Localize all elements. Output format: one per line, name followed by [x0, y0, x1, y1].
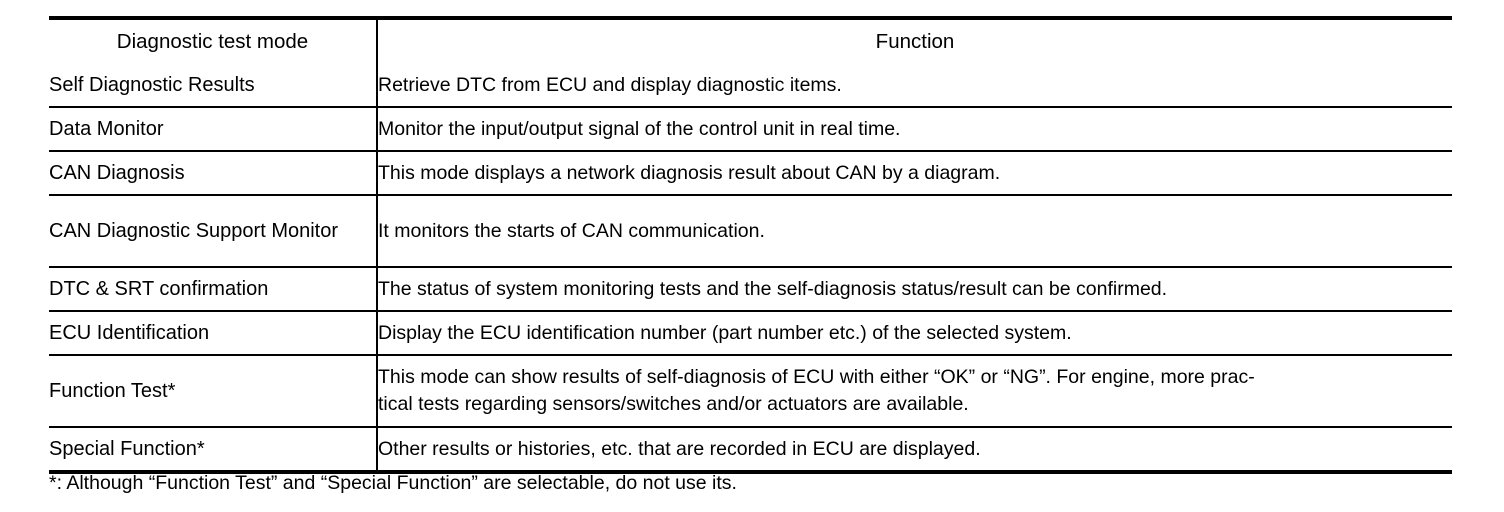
- cell-test-mode: Self Diagnostic Results: [49, 64, 378, 108]
- column-header-diagnostic-test-mode: Diagnostic test mode: [49, 18, 378, 64]
- table-row: ECU Identification Display the ECU ident…: [49, 311, 1452, 356]
- cell-test-mode: Data Monitor: [49, 107, 378, 152]
- cell-test-mode: DTC & SRT confirmation: [49, 267, 378, 312]
- cell-function: This mode displays a network diagnosis r…: [377, 151, 1452, 196]
- table-row: Special Function* Other results or histo…: [49, 427, 1452, 472]
- table-row: Function Test* This mode can show result…: [49, 355, 1452, 428]
- cell-function: Display the ECU identification number (p…: [377, 311, 1452, 356]
- cell-test-mode: ECU Identification: [49, 311, 378, 356]
- table-header-row: Diagnostic test mode Function: [49, 18, 1452, 64]
- table-header: Diagnostic test mode Function: [49, 18, 1452, 64]
- diagnostic-test-mode-table-container: Diagnostic test mode Function Self Diagn…: [49, 16, 1452, 474]
- table-row: CAN Diagnostic Support Monitor It monito…: [49, 195, 1452, 268]
- cell-function: This mode can show results of self-diagn…: [377, 355, 1452, 428]
- cell-function: Monitor the input/output signal of the c…: [377, 107, 1452, 152]
- table-row: Data Monitor Monitor the input/output si…: [49, 107, 1452, 152]
- cell-function: The status of system monitoring tests an…: [377, 267, 1452, 312]
- table-row: Self Diagnostic Results Retrieve DTC fro…: [49, 64, 1452, 108]
- diagnostic-test-mode-table: Diagnostic test mode Function Self Diagn…: [49, 16, 1452, 474]
- table-footnote: *: Although “Function Test” and “Special…: [49, 472, 737, 494]
- cell-function: It monitors the starts of CAN communicat…: [377, 195, 1452, 268]
- function-line-1: This mode can show results of self-diagn…: [378, 366, 1255, 388]
- column-header-function: Function: [875, 30, 955, 53]
- table-row: CAN Diagnosis This mode displays a netwo…: [49, 151, 1452, 196]
- cell-test-mode: Function Test*: [49, 355, 378, 428]
- table-body: Self Diagnostic Results Retrieve DTC fro…: [49, 64, 1452, 472]
- cell-test-mode: CAN Diagnostic Support Monitor: [49, 195, 378, 268]
- cell-test-mode: Special Function*: [49, 427, 378, 472]
- function-line-2: tical tests regarding sensors/switches a…: [378, 393, 969, 415]
- cell-function: Retrieve DTC from ECU and display diagno…: [377, 64, 1452, 108]
- cell-test-mode: CAN Diagnosis: [49, 151, 378, 196]
- cell-function: Other results or histories, etc. that ar…: [378, 437, 981, 460]
- table-row: DTC & SRT confirmation The status of sys…: [49, 267, 1452, 312]
